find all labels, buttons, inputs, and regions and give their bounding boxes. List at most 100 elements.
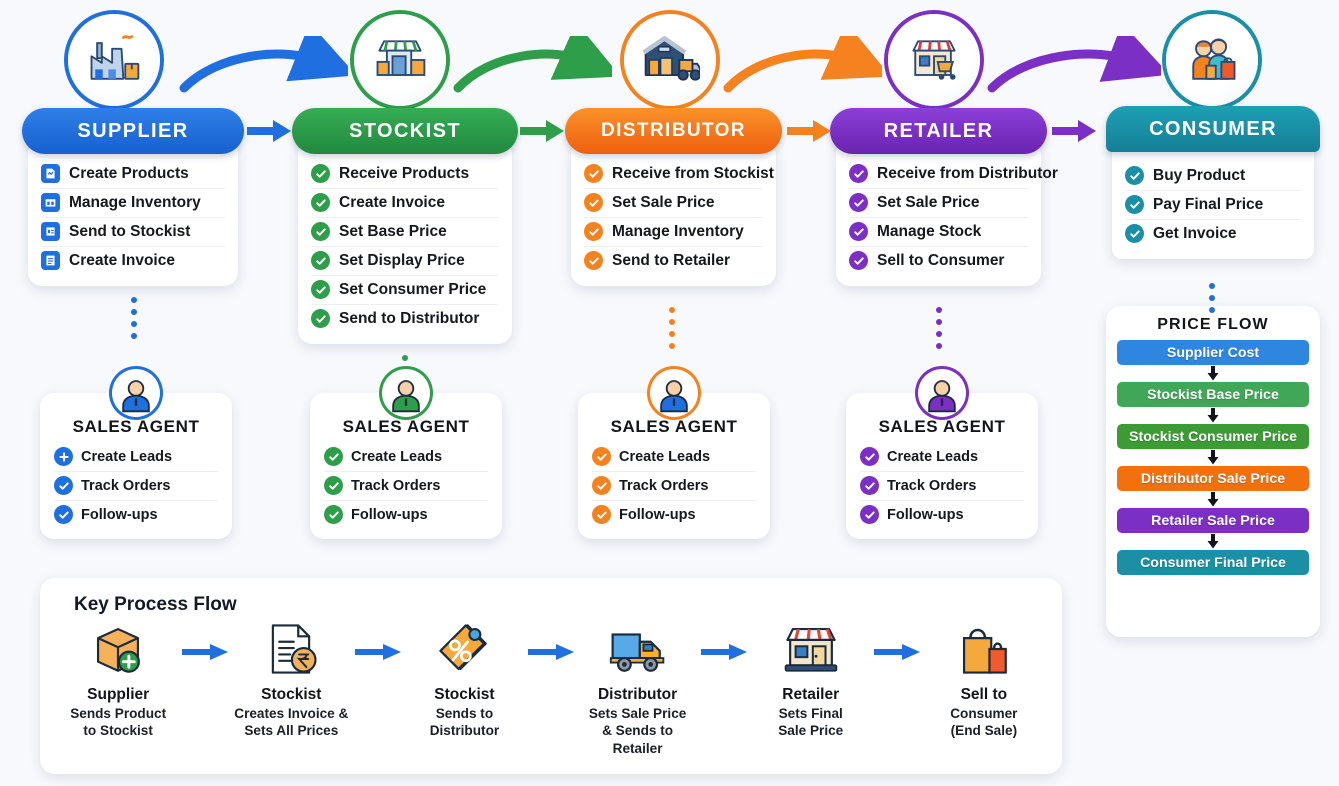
plus-circle-icon xyxy=(54,447,73,466)
check-circle-icon xyxy=(592,505,611,524)
list-item[interactable]: Follow-ups xyxy=(860,501,1024,529)
list-item-label: Buy Product xyxy=(1153,166,1246,184)
shopping-bag-icon xyxy=(962,628,1007,674)
check-circle-icon xyxy=(311,251,330,270)
inventory-doc-icon xyxy=(41,193,60,212)
check-circle-icon xyxy=(849,193,868,212)
list-item[interactable]: Follow-ups xyxy=(592,501,756,529)
list-item[interactable]: Create Leads xyxy=(54,443,218,472)
list-item[interactable]: Create Leads xyxy=(860,443,1024,472)
box-plus-icon xyxy=(60,618,176,680)
list-item[interactable]: Track Orders xyxy=(860,472,1024,501)
list-item-label: Sell to Consumer xyxy=(877,251,1005,269)
curve-arrow-stockist-distributor xyxy=(453,36,612,93)
process-step-title: Stockist xyxy=(261,686,322,703)
list-item[interactable]: Manage Stock xyxy=(849,218,1028,247)
list-item[interactable]: Manage Inventory xyxy=(41,189,225,218)
role-header-retailer[interactable]: RETAILER xyxy=(830,108,1047,154)
list-item[interactable]: Follow-ups xyxy=(54,501,218,529)
agent-avatar-purple xyxy=(918,369,966,417)
invoice-rupee-icon xyxy=(233,618,349,680)
process-arrow-icon xyxy=(523,618,580,660)
storefront-icon xyxy=(753,618,869,680)
role-header-stockist[interactable]: STOCKIST xyxy=(292,108,518,154)
check-circle-icon xyxy=(311,280,330,299)
list-item[interactable]: Set Consumer Price xyxy=(311,276,499,305)
list-item[interactable]: Create Invoice xyxy=(311,189,499,218)
list-item[interactable]: Set Sale Price xyxy=(584,189,763,218)
list-item-label: Follow-ups xyxy=(81,506,158,523)
price-flow-step[interactable]: Consumer Final Price xyxy=(1117,550,1309,575)
list-item[interactable]: Send to Retailer xyxy=(584,247,763,275)
list-item[interactable]: Create Leads xyxy=(592,443,756,472)
delivery-truck-icon xyxy=(579,618,695,680)
price-flow-step-label: Consumer Final Price xyxy=(1140,554,1286,571)
price-flow-arrow-icon xyxy=(1117,533,1309,550)
list-item[interactable]: Send to Stockist xyxy=(41,218,225,247)
role-header-consumer[interactable]: CONSUMER xyxy=(1106,106,1320,152)
list-item[interactable]: Send to Distributor xyxy=(311,305,499,333)
list-item[interactable]: Buy Product xyxy=(1125,162,1301,191)
list-item[interactable]: Follow-ups xyxy=(324,501,488,529)
process-arrow-icon xyxy=(176,618,233,660)
list-item[interactable]: Sell to Consumer xyxy=(849,247,1028,275)
list-item-label: Set Consumer Price xyxy=(339,280,487,298)
send-doc-icon xyxy=(41,222,60,241)
agent-title: SALES AGENT xyxy=(72,417,200,436)
list-item[interactable]: Create Leads xyxy=(324,443,488,472)
process-step-subline: Sets Sale Price xyxy=(588,706,687,721)
process-step-subline: Sets Final xyxy=(778,706,843,721)
list-item[interactable]: Set Sale Price xyxy=(849,189,1028,218)
list-item[interactable]: Receive from Distributor xyxy=(849,160,1058,189)
check-circle-icon xyxy=(324,505,343,524)
list-item[interactable]: Set Display Price xyxy=(311,247,499,276)
dotted-connector-retailer xyxy=(936,307,942,349)
agent-avatar-orange xyxy=(650,369,698,417)
list-item[interactable]: Track Orders xyxy=(324,472,488,501)
list-item[interactable]: Manage Inventory xyxy=(584,218,763,247)
price-tag-icon xyxy=(406,618,522,680)
check-circle-icon xyxy=(849,222,868,241)
list-item[interactable]: Create Invoice xyxy=(41,247,225,275)
price-flow-step[interactable]: Distributor Sale Price xyxy=(1117,466,1309,491)
list-item-label: Send to Retailer xyxy=(612,251,730,269)
list-item-label: Create Leads xyxy=(351,448,443,465)
list-item[interactable]: Receive from Stockist xyxy=(584,160,774,189)
shop-icon-circle xyxy=(354,14,446,106)
list-item[interactable]: Set Base Price xyxy=(311,218,499,247)
curve-arrow-retailer-consumer xyxy=(987,36,1161,93)
price-flow-step-label: Distributor Sale Price xyxy=(1140,470,1286,487)
list-item[interactable]: Create Products xyxy=(41,160,225,189)
list-item[interactable]: Track Orders xyxy=(592,472,756,501)
price-flow-step[interactable]: Stockist Base Price xyxy=(1117,382,1309,407)
list-item[interactable]: Get Invoice xyxy=(1125,220,1301,248)
role-header-distributor[interactable]: DISTRIBUTOR xyxy=(565,108,782,154)
role-title: STOCKIST xyxy=(349,119,461,142)
list-item-label: Set Base Price xyxy=(339,222,447,240)
check-circle-icon xyxy=(54,476,73,495)
list-item[interactable]: Track Orders xyxy=(54,472,218,501)
check-circle-icon xyxy=(324,476,343,495)
process-step-title: Stockist xyxy=(434,686,495,703)
list-item-label: Track Orders xyxy=(887,477,977,494)
list-item[interactable]: Pay Final Price xyxy=(1125,191,1301,220)
price-flow-step[interactable]: Supplier Cost xyxy=(1117,340,1309,365)
storefront-icon xyxy=(784,627,837,672)
list-item-label: Get Invoice xyxy=(1153,224,1237,242)
price-flow-step[interactable]: Retailer Sale Price xyxy=(1117,508,1309,533)
list-item[interactable]: Receive Products xyxy=(311,160,499,189)
process-step-title: Sell to xyxy=(960,686,1008,703)
process-step-subline: Sets All Prices xyxy=(244,723,339,739)
price-flow-step[interactable]: Stockist Consumer Price xyxy=(1117,424,1309,449)
price-flow-arrow-icon xyxy=(1117,407,1309,424)
curve-arrow-supplier-stockist xyxy=(179,36,348,93)
role-header-supplier[interactable]: SUPPLIER xyxy=(22,108,244,154)
